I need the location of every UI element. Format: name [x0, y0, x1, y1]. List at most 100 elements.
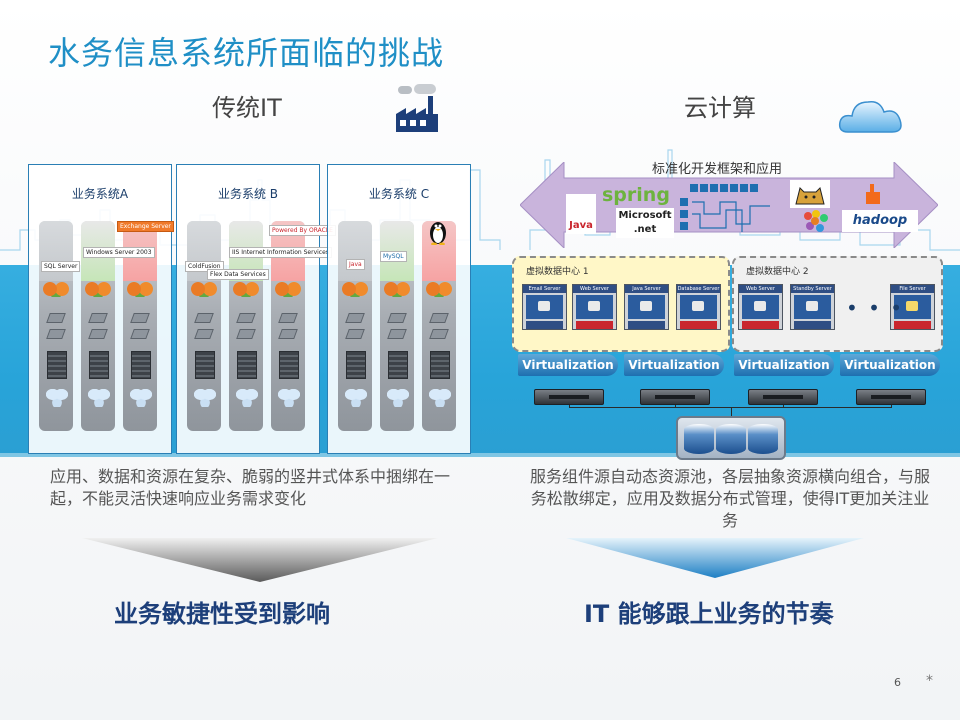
physical-host-icon — [640, 389, 710, 405]
email-icon — [538, 301, 550, 311]
virtualization-bar: Virtualization — [518, 354, 618, 376]
spring-logo: spring — [602, 184, 670, 206]
page-number: 6 — [894, 676, 901, 689]
server-box-icon — [806, 301, 818, 311]
server-rack-icon — [237, 351, 257, 379]
leaf-icon — [231, 281, 261, 297]
storage-disks-icon — [278, 389, 300, 407]
business-system-a: 业务系统A SQL Server Windows Server 2003 — [28, 164, 174, 454]
leaf-icon — [125, 281, 155, 297]
server-rack-icon — [388, 351, 408, 379]
leaf-icon — [340, 281, 370, 297]
physical-host-icon — [748, 389, 818, 405]
leaf-icon — [189, 281, 219, 297]
switch-icon — [194, 313, 214, 323]
switch-icon — [236, 313, 256, 323]
switch-icon — [429, 313, 449, 323]
mysql-logo: MySQL — [380, 251, 407, 262]
server-rack-icon — [47, 351, 67, 379]
oracle-logo: Powered By ORACLE — [269, 225, 336, 236]
java-server: Java Server — [624, 284, 669, 330]
switch-icon — [345, 313, 365, 323]
email-server: Email Server — [522, 284, 567, 330]
virtual-datacenter-2: 虚拟数据中心 2 Web Server Standby Server File … — [732, 256, 943, 352]
java-cup-icon — [640, 301, 652, 311]
switch-icon — [278, 313, 298, 323]
server-rack-icon — [195, 351, 215, 379]
apache-icon — [754, 301, 766, 311]
switch-icon — [88, 329, 108, 339]
server-rack-icon — [279, 351, 299, 379]
web-server: Web Server — [572, 284, 617, 330]
leaf-icon — [41, 281, 71, 297]
folder-icon — [906, 301, 918, 311]
switch-icon — [429, 329, 449, 339]
silo-column — [422, 221, 456, 431]
storage-disks-icon — [429, 389, 451, 407]
shoreline — [0, 453, 960, 457]
footer-star: * — [926, 673, 933, 689]
switch-icon — [236, 329, 256, 339]
subtitle-cloud-computing: 云计算 — [684, 94, 756, 122]
storage-disks-icon — [236, 389, 258, 407]
standby-server: Standby Server — [790, 284, 835, 330]
file-server: File Server — [890, 284, 935, 330]
storage-disks-icon — [194, 389, 216, 407]
storage-disks-icon — [88, 389, 110, 407]
cloud-result: IT 能够跟上业务的节奏 — [584, 600, 834, 628]
tomcat-icon — [790, 180, 830, 208]
server-rack-icon — [346, 351, 366, 379]
switch-icon — [130, 329, 150, 339]
cloud-description: 服务组件源自动态资源池，各层抽象资源横向组合，与服务松散绑定，应用及数据分布式管… — [530, 467, 931, 530]
leaf-icon — [424, 281, 454, 297]
color-sphere-icon — [804, 210, 828, 232]
down-arrow-triangle-right — [566, 538, 864, 578]
windows-server-logo: Windows Server 2003 — [83, 247, 155, 258]
java-logo: Java — [346, 259, 365, 270]
storage-disks-icon — [345, 389, 367, 407]
factory-icon — [396, 84, 438, 132]
oracle-icon — [692, 301, 704, 311]
database-cylinder-icon — [748, 424, 778, 454]
server-rack-icon — [430, 351, 450, 379]
virtual-datacenter-1: 虚拟数据中心 1 Email Server Web Server Java Se… — [512, 256, 730, 352]
switch-icon — [46, 329, 66, 339]
database-cylinder-icon — [716, 424, 746, 454]
down-arrow-triangle-left — [82, 538, 438, 582]
silo-column — [39, 221, 73, 431]
switch-icon — [387, 313, 407, 323]
database-cylinder-icon — [684, 424, 714, 454]
traditional-it-result: 业务敏捷性受到影响 — [114, 600, 330, 628]
storage-disks-icon — [46, 389, 68, 407]
traditional-it-description: 应用、数据和资源在复杂、脆弱的竖井式体系中捆绑在一起，不能灵活快速响应业务需求变… — [50, 467, 451, 508]
exchange-server-logo: Exchange Server — [117, 221, 174, 232]
virtualization-bar: Virtualization — [624, 354, 724, 376]
business-system-b-label: 业务系统 B — [217, 187, 279, 201]
leaf-icon — [273, 281, 303, 297]
switch-icon — [88, 313, 108, 323]
virtual-datacenter-1-label: 虚拟数据中心 1 — [526, 267, 589, 277]
virtualization-bar: Virtualization — [734, 354, 834, 376]
physical-host-icon — [856, 389, 926, 405]
business-system-b: 业务系统 B ColdFusion Flex Data Services — [176, 164, 336, 454]
switch-icon — [194, 329, 214, 339]
virtualization-bar: Virtualization — [840, 354, 940, 376]
hadoop-logo: hadoop — [842, 210, 918, 232]
leaf-icon — [83, 281, 113, 297]
switch-icon — [130, 313, 150, 323]
database-server: Database Server — [676, 284, 721, 330]
subtitle-traditional-it: 传统IT — [212, 94, 282, 122]
more-servers-ellipsis: • • • — [846, 296, 905, 320]
silo-column — [187, 221, 221, 431]
web-server: Web Server — [738, 284, 783, 330]
framework-label: 标准化开发框架和应用 — [652, 162, 783, 177]
business-system-c-label: 业务系统 C — [368, 187, 430, 201]
business-system-a-label: 业务系统A — [71, 187, 129, 201]
server-rack-icon — [131, 351, 151, 379]
iis-logo: IIS Internet Information Services — [229, 247, 332, 258]
coldfusion-logo: ColdFusion — [185, 261, 224, 272]
physical-host-icon — [534, 389, 604, 405]
switch-icon — [387, 329, 407, 339]
java-logo: Java — [566, 194, 596, 234]
